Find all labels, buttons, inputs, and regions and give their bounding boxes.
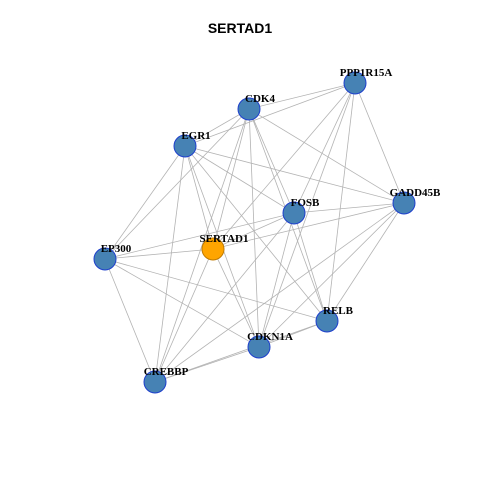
edge-egr1-crebbp — [154, 145, 186, 383]
node-egr1[interactable]: EGR1 — [173, 130, 211, 158]
edge-cdk4-egr1 — [184, 108, 250, 147]
edge-egr1-fosb — [184, 145, 295, 214]
node-circle[interactable] — [343, 71, 367, 95]
node-label: FOSB — [291, 197, 320, 209]
node-circle[interactable] — [173, 134, 197, 158]
edge-ppp1r15a-gadd45b — [354, 82, 405, 204]
edge-cdk4-crebbp — [154, 108, 250, 383]
edge-gadd45b-fosb — [293, 202, 405, 214]
edge-gadd45b-cdkn1a — [258, 202, 405, 348]
edge-egr1-ep300 — [104, 145, 186, 260]
edge-ppp1r15a-sertad1 — [212, 82, 356, 250]
edge-sertad1-ep300 — [104, 248, 214, 260]
node-circle[interactable] — [201, 237, 225, 261]
edge-ep300-crebbp — [104, 258, 156, 383]
edge-egr1-gadd45b — [184, 145, 405, 204]
node-label: CDKN1A — [247, 331, 293, 343]
node-label: SERTAD1 — [200, 233, 249, 245]
node-label: PPP1R15A — [340, 67, 393, 79]
edge-cdk4-sertad1 — [212, 108, 250, 250]
node-circle[interactable] — [93, 247, 117, 271]
edge-ppp1r15a-cdkn1a — [258, 82, 356, 348]
edge-ppp1r15a-relb — [326, 82, 356, 322]
edge-sertad1-cdkn1a — [212, 248, 260, 348]
diagram-title: SERTAD1 — [207, 20, 273, 36]
edge-fosb-ep300 — [104, 212, 295, 260]
node-label: RELB — [323, 305, 354, 317]
node-sertad1[interactable]: SERTAD1 — [200, 233, 249, 261]
node-label: EP300 — [101, 243, 132, 255]
edge-cdkn1a-crebbp — [154, 346, 260, 383]
node-circle[interactable] — [392, 191, 416, 215]
node-circle[interactable] — [315, 309, 339, 333]
edge-fosb-crebbp — [154, 212, 295, 383]
node-label: EGR1 — [181, 130, 210, 142]
edge-sertad1-crebbp — [154, 248, 214, 383]
edge-cdk4-cdkn1a — [248, 108, 260, 348]
node-fosb[interactable]: FOSB — [282, 197, 320, 225]
node-crebbp[interactable]: CREBBP — [143, 366, 189, 394]
edge-relb-crebbp — [154, 320, 328, 383]
edge-egr1-relb — [184, 145, 328, 322]
edge-gadd45b-sertad1 — [212, 202, 405, 250]
edge-ppp1r15a-egr1 — [184, 82, 356, 147]
edge-cdk4-fosb — [248, 108, 295, 214]
node-ppp1r15a[interactable]: PPP1R15A — [340, 67, 393, 95]
edge-fosb-cdkn1a — [258, 212, 295, 348]
edge-cdk4-gadd45b — [248, 108, 405, 204]
node-circle[interactable] — [237, 97, 261, 121]
edge-cdk4-ep300 — [104, 108, 250, 260]
edge-fosb-relb — [293, 212, 328, 322]
edge-ppp1r15a-cdk4 — [248, 82, 356, 110]
edge-ep300-relb — [104, 258, 328, 322]
node-circle[interactable] — [282, 201, 306, 225]
node-circle[interactable] — [247, 335, 271, 359]
node-cdkn1a[interactable]: CDKN1A — [247, 331, 293, 359]
node-relb[interactable]: RELB — [315, 305, 354, 333]
node-ep300[interactable]: EP300 — [93, 243, 132, 271]
node-label: GADD45B — [390, 187, 441, 199]
edge-gadd45b-relb — [326, 202, 405, 322]
node-label: CDK4 — [245, 93, 275, 105]
node-cdk4[interactable]: CDK4 — [237, 93, 275, 121]
edge-ppp1r15a-fosb — [293, 82, 356, 214]
node-label: CREBBP — [144, 366, 189, 378]
edge-ep300-cdkn1a — [104, 258, 260, 348]
edge-fosb-sertad1 — [212, 212, 295, 250]
edge-gadd45b-crebbp — [154, 202, 405, 383]
node-circle[interactable] — [143, 370, 167, 394]
edge-egr1-sertad1 — [184, 145, 214, 250]
node-gadd45b[interactable]: GADD45B — [390, 187, 441, 215]
